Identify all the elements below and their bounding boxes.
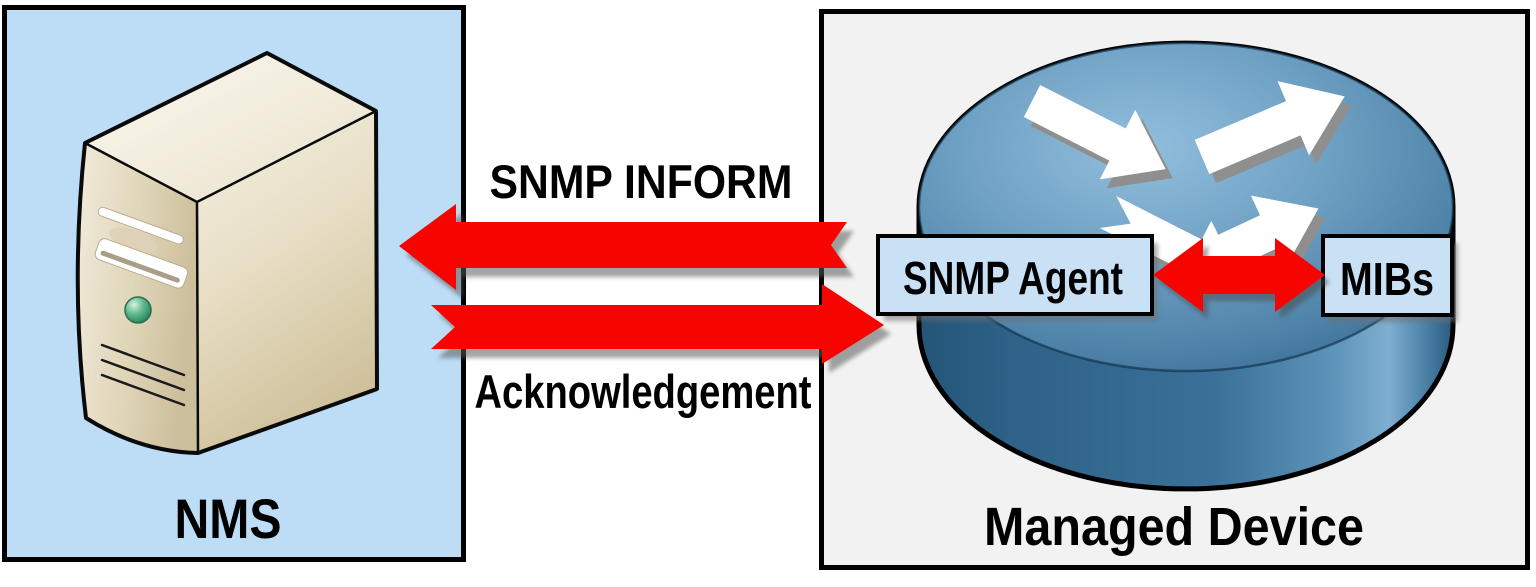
nms-label: NMS: [175, 487, 282, 550]
acknowledgement-label: Acknowledgement: [475, 365, 812, 418]
server-inner-edges: [84, 109, 377, 454]
inform-arrow: [399, 204, 847, 290]
agent-mibs-arrow: [1153, 238, 1325, 312]
server-outline: [75, 51, 379, 455]
server-side-face: [197, 111, 377, 453]
server-drive-slot-1: [97, 206, 184, 245]
snmp-agent-label: SNMP Agent: [903, 252, 1123, 304]
mibs-label: MIBs: [1340, 253, 1434, 305]
acknowledgement-arrow: [431, 284, 884, 364]
inform-label: SNMP INFORM: [490, 155, 793, 208]
snmp-agent-box: [876, 234, 1154, 316]
server-power-button: [124, 296, 152, 324]
server-drive-slot-2: [94, 238, 189, 289]
server-tower-icon: [75, 51, 379, 455]
mibs-box: [1321, 234, 1454, 317]
server-top-face: [85, 53, 376, 202]
managed-device-label: Managed Device: [984, 497, 1364, 557]
server-eject-oval: [109, 227, 157, 253]
server-vents: [100, 343, 186, 407]
